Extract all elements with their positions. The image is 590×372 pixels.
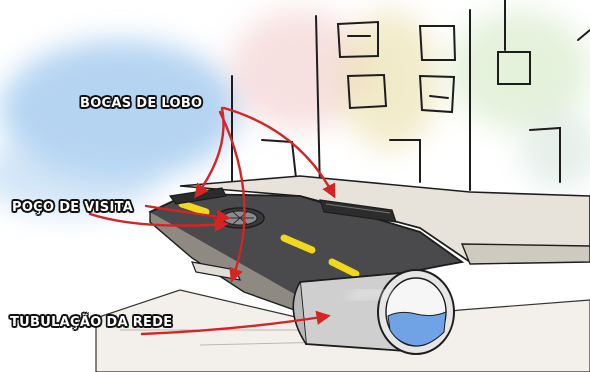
label-bocas-de-lobo: BOCAS DE LOBO bbox=[80, 96, 202, 111]
drainage-pipe bbox=[293, 270, 454, 354]
label-poco-de-visita: POÇO DE VISITA bbox=[12, 200, 133, 215]
label-tubulacao-da-rede: TUBULAÇÃO DA REDE bbox=[10, 315, 172, 330]
